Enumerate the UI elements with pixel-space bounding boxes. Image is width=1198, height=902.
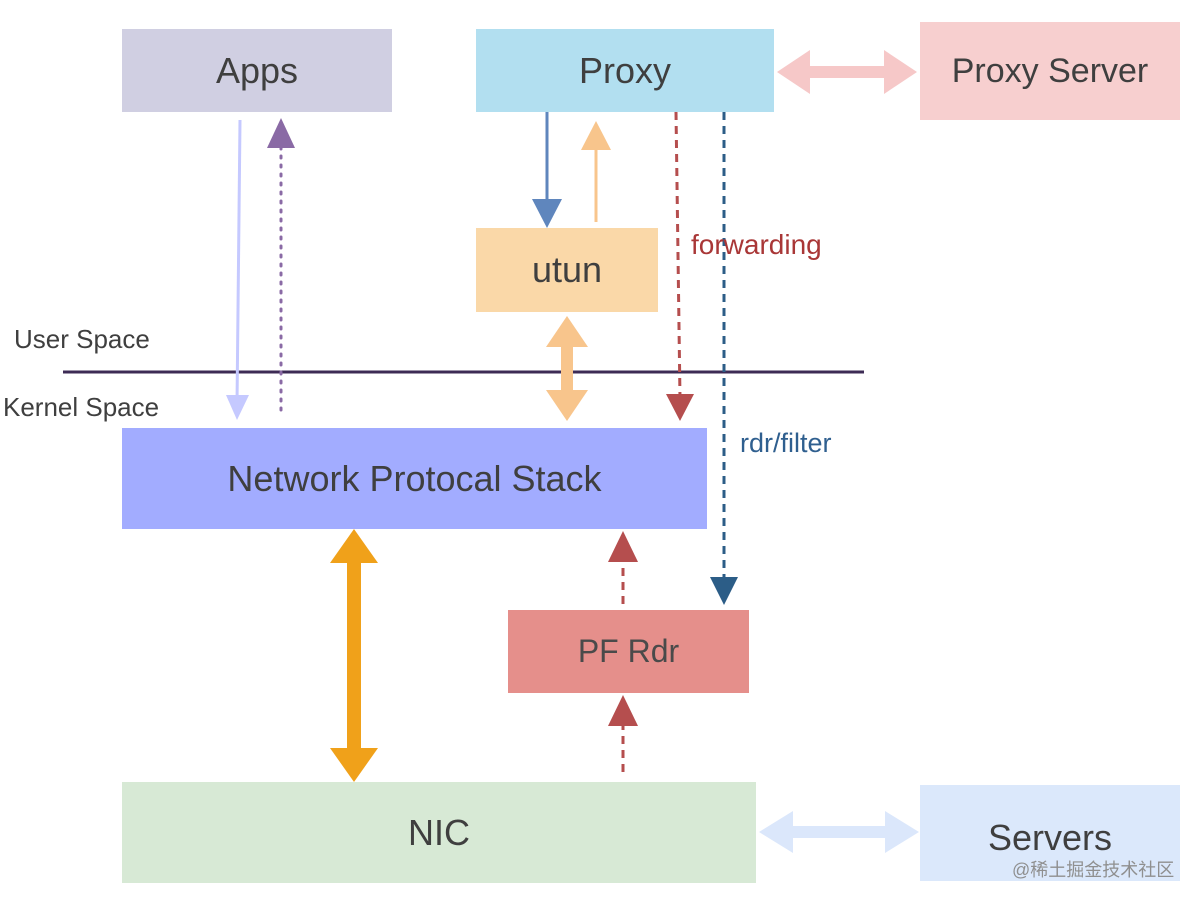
kernel-space-label: Kernel Space [3, 392, 160, 422]
network-stack-label: Network Protocal Stack [227, 457, 602, 499]
utun-node: utun [476, 228, 658, 312]
proxy-node: Proxy [476, 29, 774, 112]
nic-servers-arrowhead-right [885, 811, 919, 853]
utun-label: utun [531, 249, 603, 290]
pf-rdr-node: PF Rdr [508, 610, 749, 693]
proxy-to-utun-arrowhead [532, 199, 562, 228]
apps-label: Apps [215, 49, 299, 91]
utun-stack-arrowhead-top [546, 316, 588, 347]
nic-to-pfrdr-arrowhead [608, 695, 638, 726]
nic-servers-arrowhead-left [759, 811, 793, 853]
proxy-server-label: Proxy Server [951, 51, 1149, 90]
servers-label: Servers [987, 817, 1113, 858]
watermark-text: @稀土掘金技术社区 [1012, 860, 1175, 880]
stack-to-apps-arrowhead [267, 118, 295, 148]
stack-nic-arrowhead-top [330, 529, 378, 563]
user-space-label: User Space [14, 324, 150, 354]
rdr-filter-label: rdr/filter [740, 428, 832, 458]
nic-node: NIC [122, 782, 756, 883]
stack-nic-arrowhead-bottom [330, 748, 378, 782]
proxy-server-arrowhead-right [884, 50, 917, 94]
proxy-server-arrowhead-left [777, 50, 810, 94]
pf-rdr-label: PF Rdr [577, 633, 680, 669]
rdr-filter-arrowhead [710, 577, 738, 605]
apps-node: Apps [122, 29, 392, 112]
network-stack-node: Network Protocal Stack [122, 428, 707, 529]
servers-node: Servers [920, 785, 1180, 881]
nic-label: NIC [408, 811, 470, 853]
utun-to-proxy-arrowhead [581, 121, 611, 150]
forwarding-label: forwarding [691, 229, 822, 260]
forwarding-arrowhead [666, 394, 694, 421]
forwarding-arrow [674, 111, 682, 399]
apps-to-stack-arrow [235, 119, 242, 406]
proxy-server-node: Proxy Server [920, 22, 1180, 120]
pfrdr-to-stack-arrowhead [608, 531, 638, 562]
proxy-label: Proxy [578, 49, 672, 91]
apps-to-stack-arrowhead [226, 395, 249, 420]
utun-stack-arrowhead-bottom [546, 390, 588, 421]
